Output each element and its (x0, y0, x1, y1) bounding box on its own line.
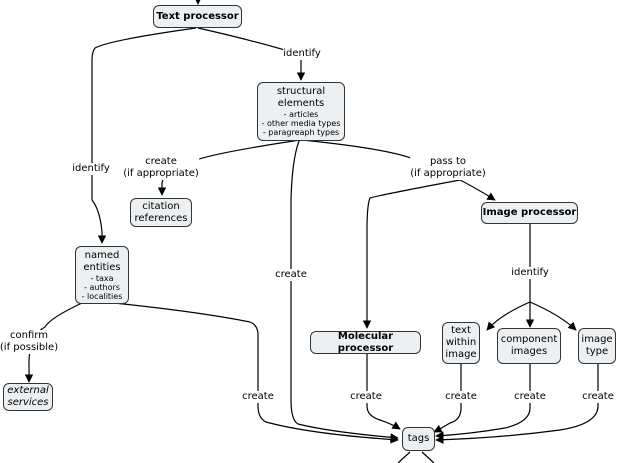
node-text-processor[interactable]: Text processor (153, 5, 242, 28)
edge-fork-to-textwithin (486, 301, 531, 331)
edge-structural-to-tags (290, 140, 399, 442)
label-create-named: create (242, 391, 274, 403)
label-identify-left: identify (72, 163, 110, 175)
label-create-component: create (514, 391, 546, 403)
node-tags[interactable]: tags (402, 427, 435, 451)
edge-tags-out-left (397, 451, 411, 463)
edge-imagetype-to-tags (435, 364, 599, 444)
edge-named-to-tags (113, 302, 399, 444)
node-image-type[interactable]: image type (578, 328, 616, 364)
node-structural-elements[interactable]: structural elements - articles - other m… (257, 82, 345, 141)
node-component-images[interactable]: component images (497, 328, 561, 364)
label-create-if-appropriate: create(if appropriate) (123, 156, 199, 180)
edge-passto-to-molecular (362, 179, 461, 329)
node-molecular-processor[interactable]: Molecular processor (310, 331, 421, 354)
label-confirm: confirm(if possible) (0, 330, 59, 354)
label-identify-top: identify (283, 48, 321, 60)
label-create-molecular: create (350, 391, 382, 403)
label-create-center: create (275, 269, 307, 281)
node-external-services[interactable]: external services (3, 383, 53, 411)
label-create-image-type: create (582, 391, 614, 403)
edge-molecular-to-tags (366, 354, 401, 430)
edge-tags-out-right (421, 451, 435, 463)
edge-fork-to-imagetype (529, 301, 577, 331)
edge-text-to-named (91, 27, 197, 244)
label-identify-image: identify (511, 267, 549, 279)
node-text-within-image[interactable]: text within image (442, 322, 480, 364)
label-pass-to: pass to(if appropriate) (410, 156, 486, 180)
edge-component-to-tags (435, 364, 531, 440)
node-citation-references[interactable]: citation references (130, 198, 192, 227)
edge-textwithin-to-tags (433, 364, 462, 433)
node-named-entities[interactable]: named entities - taxa - authors - locali… (75, 246, 129, 304)
label-create-text-within: create (445, 391, 477, 403)
node-image-processor[interactable]: Image processor (481, 202, 578, 224)
